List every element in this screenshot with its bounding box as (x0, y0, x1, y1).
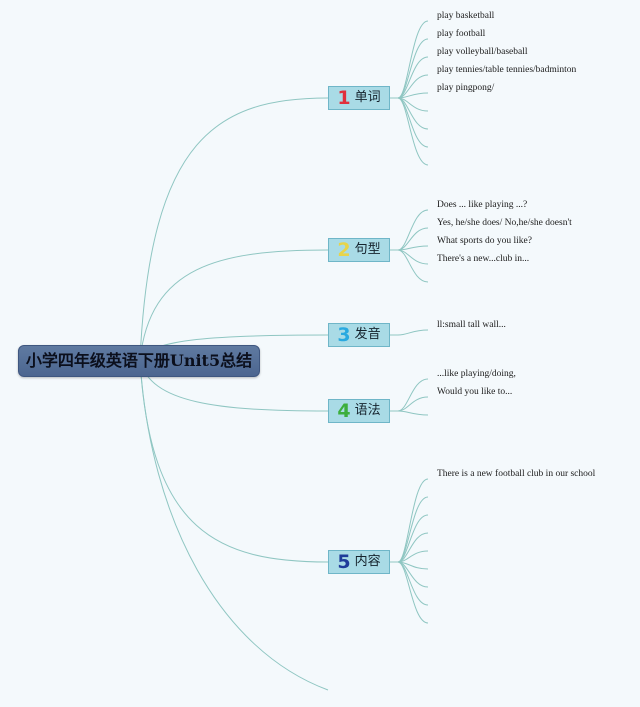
branch-leaf-connector (390, 245, 429, 251)
leaf-node[interactable]: ...like playing/doing, (437, 369, 516, 379)
branch-leaf-connector (390, 249, 429, 283)
branch-leaf-connector (390, 329, 429, 336)
leaf-node[interactable]: play volleyball/baseball (437, 47, 528, 57)
branch-number: 4 (337, 400, 351, 422)
branch-number: 3 (337, 324, 351, 346)
branch-leaf-connector (390, 97, 429, 112)
branch-leaf-connector (390, 561, 429, 624)
branch-label: 语法 (354, 403, 381, 418)
branch-leaf-connector (390, 56, 429, 99)
branch-number: 5 (337, 551, 351, 573)
root-branch-connector-extra (139, 359, 329, 691)
leaf-node[interactable]: There's a new...club in... (437, 254, 530, 264)
leaf-node[interactable]: play pingpong/ (437, 83, 495, 93)
branch-number: 2 (337, 239, 351, 261)
leaf-node[interactable]: play tennies/table tennies/badminton (437, 65, 577, 75)
connector-lines (139, 20, 429, 691)
branch-label: 句型 (354, 242, 381, 257)
branch-leaf-connector (390, 514, 429, 563)
branch-leaf-connector (390, 550, 429, 563)
leaf-node[interactable]: Yes, he/she does/ No,he/she doesn't (437, 218, 572, 228)
branch-leaf-connector (390, 378, 429, 412)
branch-leaf-connector (390, 410, 429, 416)
root-node[interactable]: 小学四年级英语下册Unit5总结 (18, 345, 260, 377)
leaf-node[interactable]: play basketball (437, 11, 495, 21)
leaf-node[interactable]: ll:small tall wall... (437, 320, 506, 330)
root-branch-connector-2 (139, 249, 329, 361)
root-title: 小学四年级英语下册Unit5总结 (25, 351, 253, 370)
branch-label: 内容 (354, 554, 381, 569)
branch-leaf-connector (390, 92, 429, 99)
leaf-node[interactable]: There is a new football club in our scho… (437, 469, 596, 479)
leaf-node[interactable]: Would you like to... (437, 387, 513, 397)
root-branch-connector-5 (139, 359, 329, 563)
branch-leaf-connector (390, 561, 429, 570)
branch-leaf-connector (390, 97, 429, 166)
leaf-node[interactable]: play football (437, 29, 486, 39)
branch-leaf-connector (390, 561, 429, 588)
branch-leaf-connector (390, 74, 429, 99)
branch-number: 1 (337, 87, 351, 109)
branch-label: 单词 (354, 90, 381, 105)
leaf-node[interactable]: Does ... like playing ...? (437, 200, 528, 210)
branch-label: 发音 (354, 327, 381, 342)
branch-leaf-connector (390, 209, 429, 251)
root-branch-connector-1 (139, 97, 329, 361)
leaf-node[interactable]: What sports do you like? (437, 236, 532, 246)
